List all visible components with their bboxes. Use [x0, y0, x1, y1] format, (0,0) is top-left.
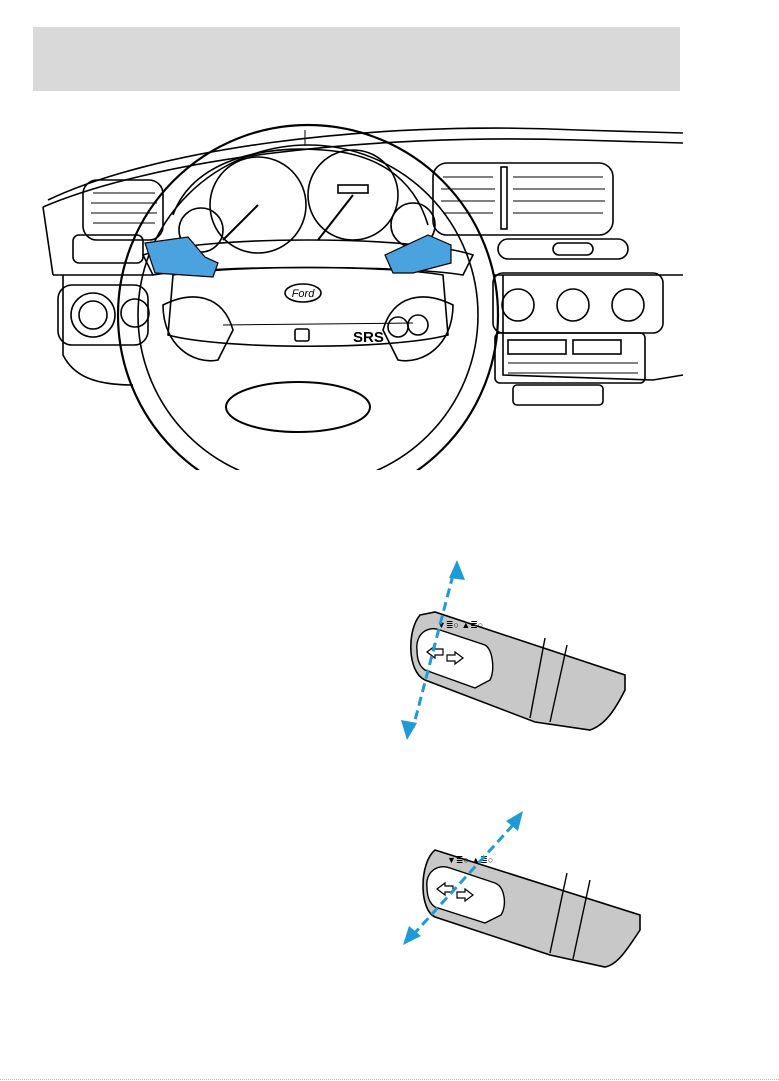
- turn-signal-stalk-fore-aft: ▼≣○ ▲≣○: [395, 805, 645, 975]
- header-bar: [33, 27, 680, 91]
- turn-signal-stalk-up-down: ▼≣○ ▲≣○: [395, 550, 635, 750]
- brand-text: Ford: [292, 288, 316, 300]
- dashboard-illustration: Ford SRS: [33, 115, 693, 470]
- svg-text:▼≣○ ▲≣○: ▼≣○ ▲≣○: [447, 855, 493, 865]
- srs-badge: SRS: [353, 329, 384, 346]
- svg-text:▼≣○ ▲≣○: ▼≣○ ▲≣○: [437, 620, 483, 630]
- page-bottom-rule: [0, 1079, 779, 1080]
